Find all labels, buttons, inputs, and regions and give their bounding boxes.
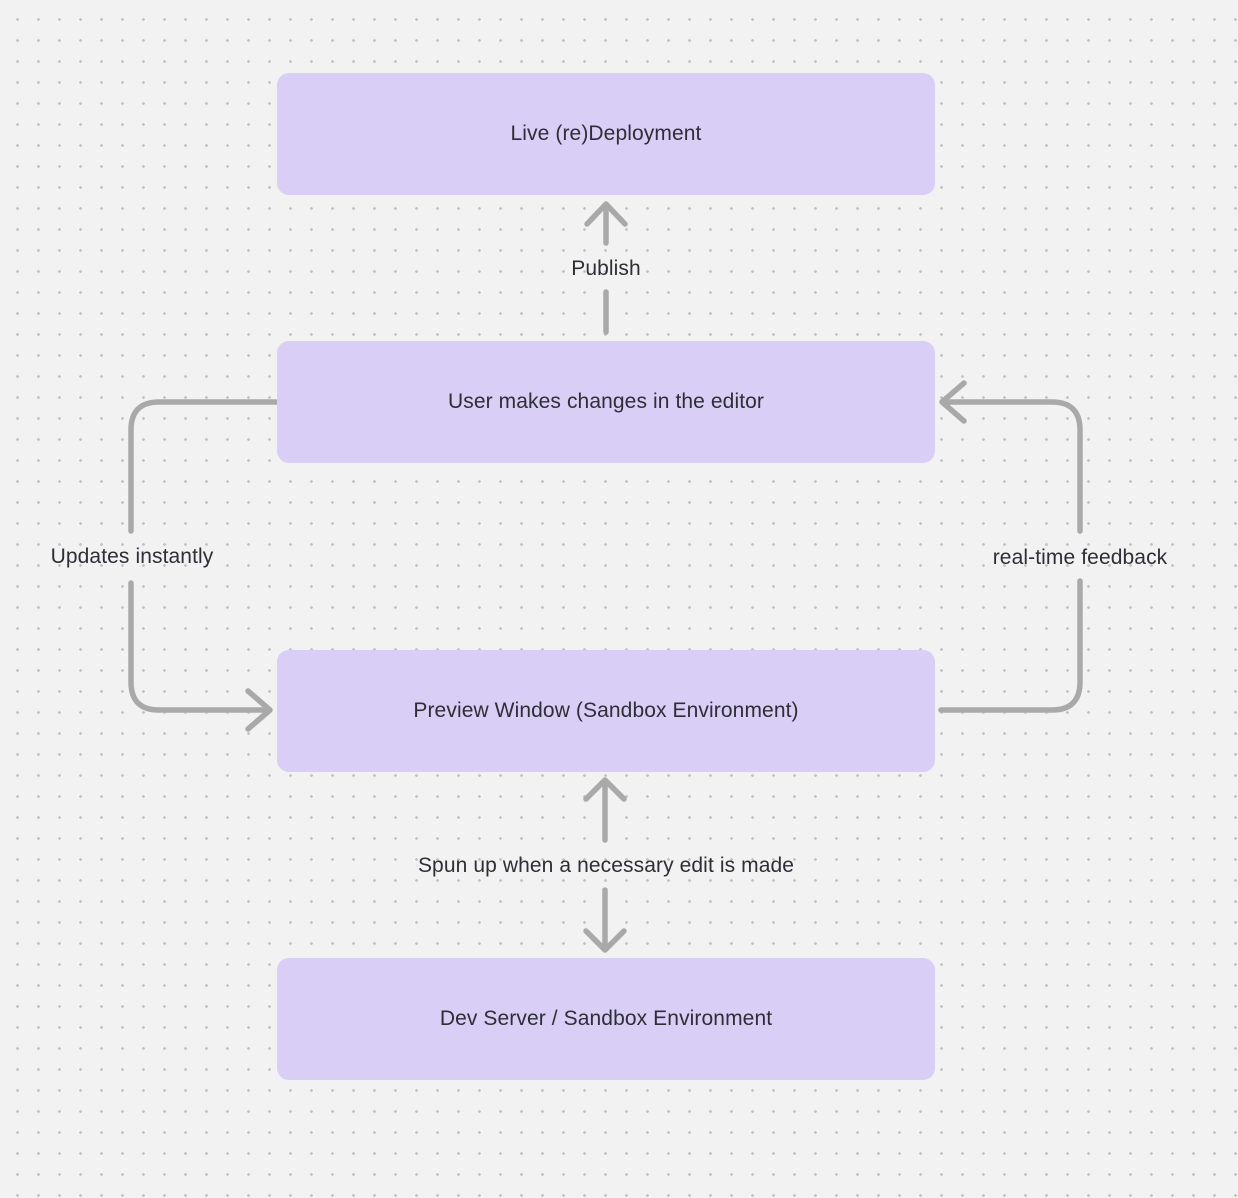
node-live-redeployment-label: Live (re)Deployment xyxy=(510,122,702,145)
edge-updates-line-upper xyxy=(128,399,279,534)
node-preview-window[interactable]: Preview Window (Sandbox Environment) xyxy=(277,650,935,772)
node-dev-server[interactable]: Dev Server / Sandbox Environment xyxy=(277,958,935,1080)
node-preview-window-label: Preview Window (Sandbox Environment) xyxy=(413,699,799,722)
edge-feedback-line-lower xyxy=(938,578,1083,713)
edge-spunup-arrowhead-down-icon xyxy=(583,928,627,953)
edge-label-real-time-feedback: real-time feedback xyxy=(992,546,1168,569)
edge-label-updates-instantly: Updates instantly xyxy=(50,545,214,568)
edge-feedback-line-upper xyxy=(945,399,1083,534)
edge-spunup-arrowhead-up-icon xyxy=(583,777,627,802)
edge-label-spun-up: Spun up when a necessary edit is made xyxy=(417,854,795,877)
edge-updates-line-lower xyxy=(128,580,267,713)
node-user-makes-changes-label: User makes changes in the editor xyxy=(447,390,765,413)
node-dev-server-label: Dev Server / Sandbox Environment xyxy=(439,1007,773,1030)
edge-feedback-arrowhead-left-icon xyxy=(939,380,967,424)
edge-publish-arrowhead-up-icon xyxy=(584,201,628,227)
node-user-makes-changes[interactable]: User makes changes in the editor xyxy=(277,341,935,463)
edge-updates-arrowhead-right-icon xyxy=(245,688,273,732)
edge-label-publish: Publish xyxy=(571,257,641,280)
node-live-redeployment[interactable]: Live (re)Deployment xyxy=(277,73,935,195)
